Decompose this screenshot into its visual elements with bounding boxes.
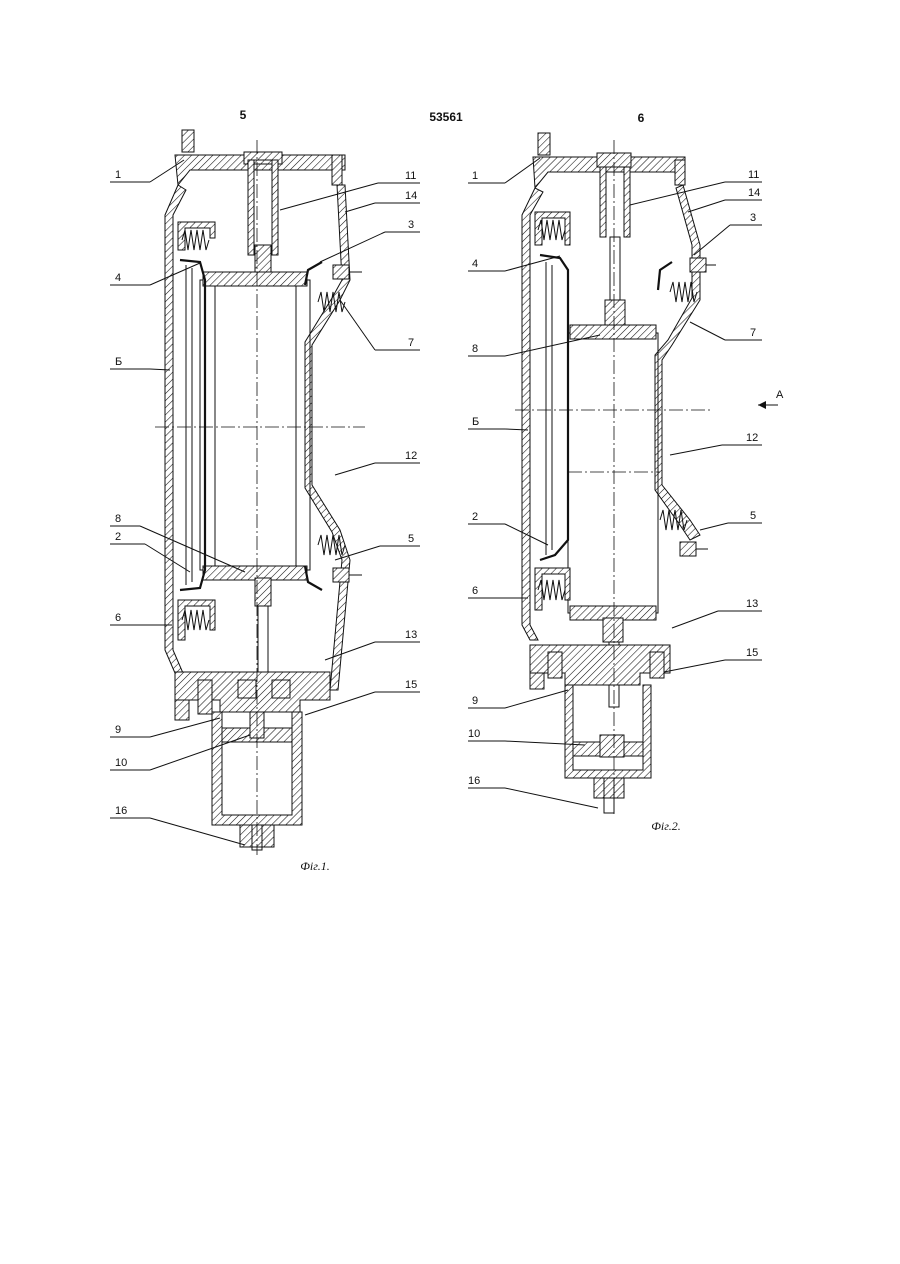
fig1-label-left-0: 1 bbox=[115, 169, 121, 181]
figure-2-drawing bbox=[515, 133, 778, 815]
fig2-label-right-1: 14 bbox=[748, 187, 760, 199]
fig2-label-right-3: 7 bbox=[750, 327, 756, 339]
fig1-label-right-2: 3 bbox=[408, 219, 414, 231]
fig2-label-left-2: 8 bbox=[472, 343, 478, 355]
fig1-label-right-1: 14 bbox=[405, 190, 417, 202]
fig2-view-label: А bbox=[776, 389, 784, 401]
fig1-label-right-0: 11 bbox=[405, 170, 416, 182]
fig2-label-right-8: 15 bbox=[746, 647, 758, 659]
fig2-label-right-2: 3 bbox=[750, 212, 756, 224]
fig2-label-right-6: 5 bbox=[750, 510, 756, 522]
fig2-label-right-0: 11 bbox=[748, 169, 759, 181]
fig2-label-left-8: 16 bbox=[468, 775, 480, 787]
page-number-right: 6 bbox=[638, 111, 645, 125]
fig1-label-left-7: 10 bbox=[115, 757, 127, 769]
page-number-left: 5 bbox=[240, 108, 247, 122]
fig1-label-right-5: 5 bbox=[408, 533, 414, 545]
fig1-label-right-6: 13 bbox=[405, 629, 417, 641]
document-number: 53561 bbox=[429, 110, 463, 124]
fig1-label-left-6: 9 bbox=[115, 724, 121, 736]
fig1-label-right-3: 7 bbox=[408, 337, 414, 349]
fig2-label-left-5: 6 bbox=[472, 585, 478, 597]
fig1-label-left-4: 2 bbox=[115, 531, 121, 543]
figure-1-drawing bbox=[155, 130, 365, 855]
fig2-label-left-6: 9 bbox=[472, 695, 478, 707]
fig1-label-left-3: 8 bbox=[115, 513, 121, 525]
fig1-label-left-5: 6 bbox=[115, 612, 121, 624]
fig2-label-right-5: 12 bbox=[746, 432, 758, 444]
figure-2-leaders bbox=[468, 158, 762, 808]
figure-1-caption: Фіг.1. bbox=[300, 859, 330, 873]
fig2-label-left-3: Б bbox=[472, 416, 479, 428]
fig2-label-right-7: 13 bbox=[746, 598, 758, 610]
fig1-label-left-2: Б bbox=[115, 356, 122, 368]
fig2-label-left-7: 10 bbox=[468, 728, 480, 740]
fig2-label-left-4: 2 bbox=[472, 511, 478, 523]
fig1-label-right-7: 15 bbox=[405, 679, 417, 691]
fig2-label-left-0: 1 bbox=[472, 170, 478, 182]
fig2-label-left-1: 4 bbox=[472, 258, 478, 270]
figure-2-caption: Фіг.2. bbox=[651, 819, 681, 833]
fig1-label-left-1: 4 bbox=[115, 272, 121, 284]
fig1-label-left-8: 16 bbox=[115, 805, 127, 817]
fig1-label-right-4: 12 bbox=[405, 450, 417, 462]
